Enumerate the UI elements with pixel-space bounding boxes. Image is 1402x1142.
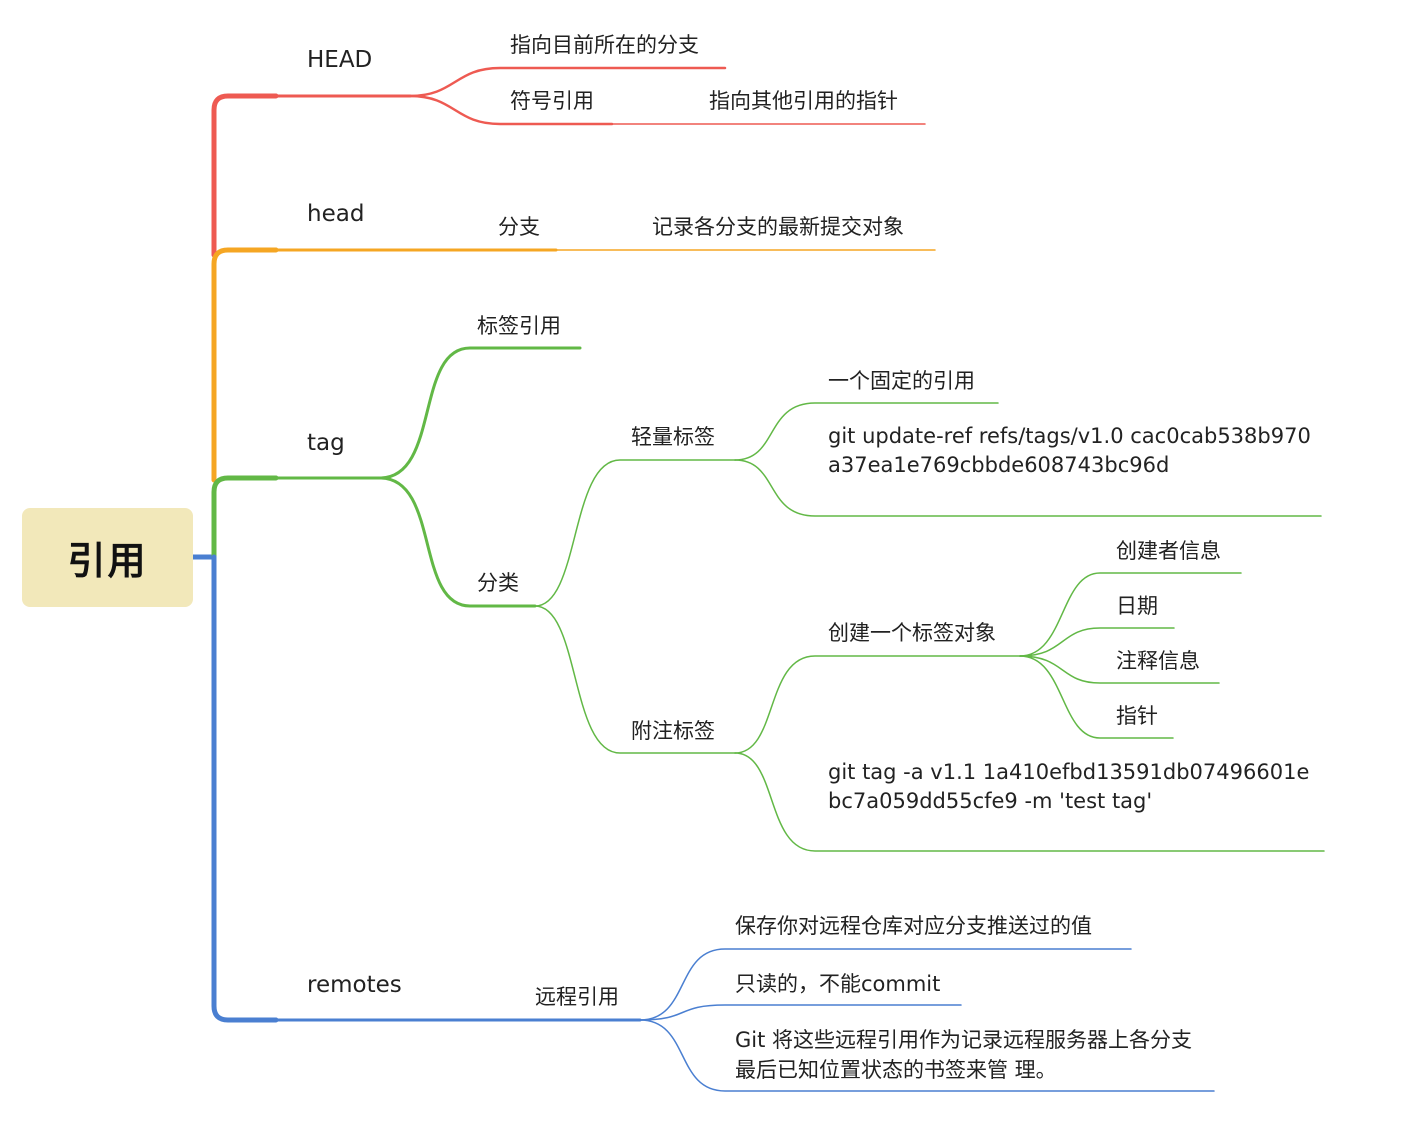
trunk-blue <box>211 554 279 1023</box>
category-to-annotated <box>534 605 736 754</box>
node-branch-desc[interactable]: 记录各分支的最新提交对象 <box>652 215 904 239</box>
node-symbolic-ref-desc[interactable]: 指向其他引用的指针 <box>709 89 898 113</box>
node-lightweight-command[interactable]: git update-ref refs/tags/v1.0 cac0cab538… <box>828 424 1311 477</box>
node-remote-item-2[interactable]: 只读的，不能commit <box>735 972 941 996</box>
node-head[interactable]: head <box>307 201 365 227</box>
remote-to-item-3 <box>639 1019 1215 1092</box>
tag-to-tagref <box>378 346 582 480</box>
node-lightweight-desc[interactable]: 一个固定的引用 <box>828 369 975 393</box>
node-category[interactable]: 分类 <box>477 571 519 595</box>
category-to-lightweight <box>534 459 736 607</box>
node-tag-ref[interactable]: 标签引用 <box>477 314 561 338</box>
create-to-field-1 <box>1019 572 1242 657</box>
node-tag[interactable]: tag <box>307 430 345 456</box>
head-upper-to-symref <box>408 94 614 126</box>
node-remote-ref[interactable]: 远程引用 <box>535 985 619 1009</box>
node-HEAD[interactable]: HEAD <box>307 47 373 73</box>
node-remote-item-3[interactable]: Git 将这些远程引用作为记录远程服务器上各分支最后已知位置状态的书签来管 理。 <box>735 1028 1193 1082</box>
annotated-to-command <box>734 752 1325 852</box>
tag-to-category <box>378 476 537 608</box>
annotated-to-create <box>734 655 1021 754</box>
node-field-pointer[interactable]: 指针 <box>1116 704 1158 728</box>
node-lightweight-tag[interactable]: 轻量标签 <box>631 425 715 449</box>
node-remotes[interactable]: remotes <box>307 972 402 998</box>
remote-to-item-1 <box>639 948 1132 1021</box>
create-to-field-3 <box>1019 655 1220 684</box>
node-remote-item-1[interactable]: 保存你对远程仓库对应分支推送过的值 <box>735 914 1092 938</box>
lightweight-to-desc <box>734 402 999 461</box>
create-to-field-4 <box>1019 655 1174 739</box>
node-field-date[interactable]: 日期 <box>1116 594 1158 618</box>
node-current-branch[interactable]: 指向目前所在的分支 <box>510 33 699 57</box>
trunk-red <box>211 93 279 258</box>
node-symbolic-ref[interactable]: 符号引用 <box>510 89 594 113</box>
trunk-orange <box>211 247 279 483</box>
root-node[interactable]: 引用 <box>22 508 193 607</box>
lightweight-to-command <box>734 459 1322 517</box>
root-label: 引用 <box>67 539 148 583</box>
node-field-comment[interactable]: 注释信息 <box>1116 649 1200 673</box>
trunk-green <box>211 475 279 560</box>
create-to-field-2 <box>1019 627 1175 657</box>
node-branch[interactable]: 分支 <box>498 215 540 239</box>
node-field-creator[interactable]: 创建者信息 <box>1116 539 1221 563</box>
node-create-tag-object[interactable]: 创建一个标签对象 <box>828 621 996 645</box>
node-annotated-tag[interactable]: 附注标签 <box>631 719 715 743</box>
node-annotated-command[interactable]: git tag -a v1.1 1a410efbd13591db07496601… <box>828 760 1310 813</box>
head-upper-to-current <box>408 66 727 98</box>
remote-to-item-2 <box>639 1004 962 1021</box>
